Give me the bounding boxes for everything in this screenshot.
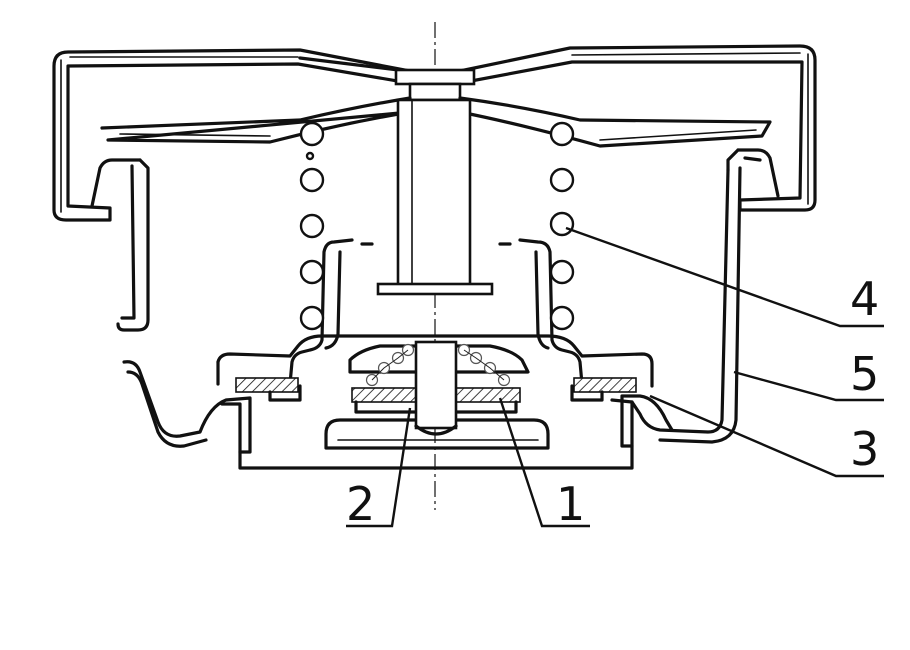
filler-neck (122, 360, 674, 470)
callout-1: 1 (556, 477, 585, 531)
vacuum-valve-spring (365, 343, 511, 387)
pressure-spring-right (549, 121, 575, 331)
leader-line-3 (649, 394, 884, 478)
callout-labels: 4 5 3 2 1 (346, 272, 879, 531)
leader-line-4 (565, 226, 884, 328)
callout-5: 5 (850, 347, 879, 401)
leader-lines (346, 226, 884, 528)
center-rivet-head (394, 68, 476, 102)
callout-4: 4 (850, 272, 879, 326)
callout-2: 2 (346, 477, 375, 531)
leader-line-1 (498, 397, 590, 528)
pressure-valve-gasket (216, 334, 654, 402)
valve-housing (268, 238, 604, 394)
outer-cap-shell (52, 44, 817, 222)
center-stem (376, 98, 494, 296)
pressure-spring-left (299, 121, 325, 331)
cap-inner-skirt (90, 148, 780, 332)
leader-line-5 (733, 370, 884, 402)
vacuum-valve-disk (324, 340, 550, 450)
leader-line-2 (346, 407, 412, 528)
callout-3: 3 (850, 422, 879, 476)
